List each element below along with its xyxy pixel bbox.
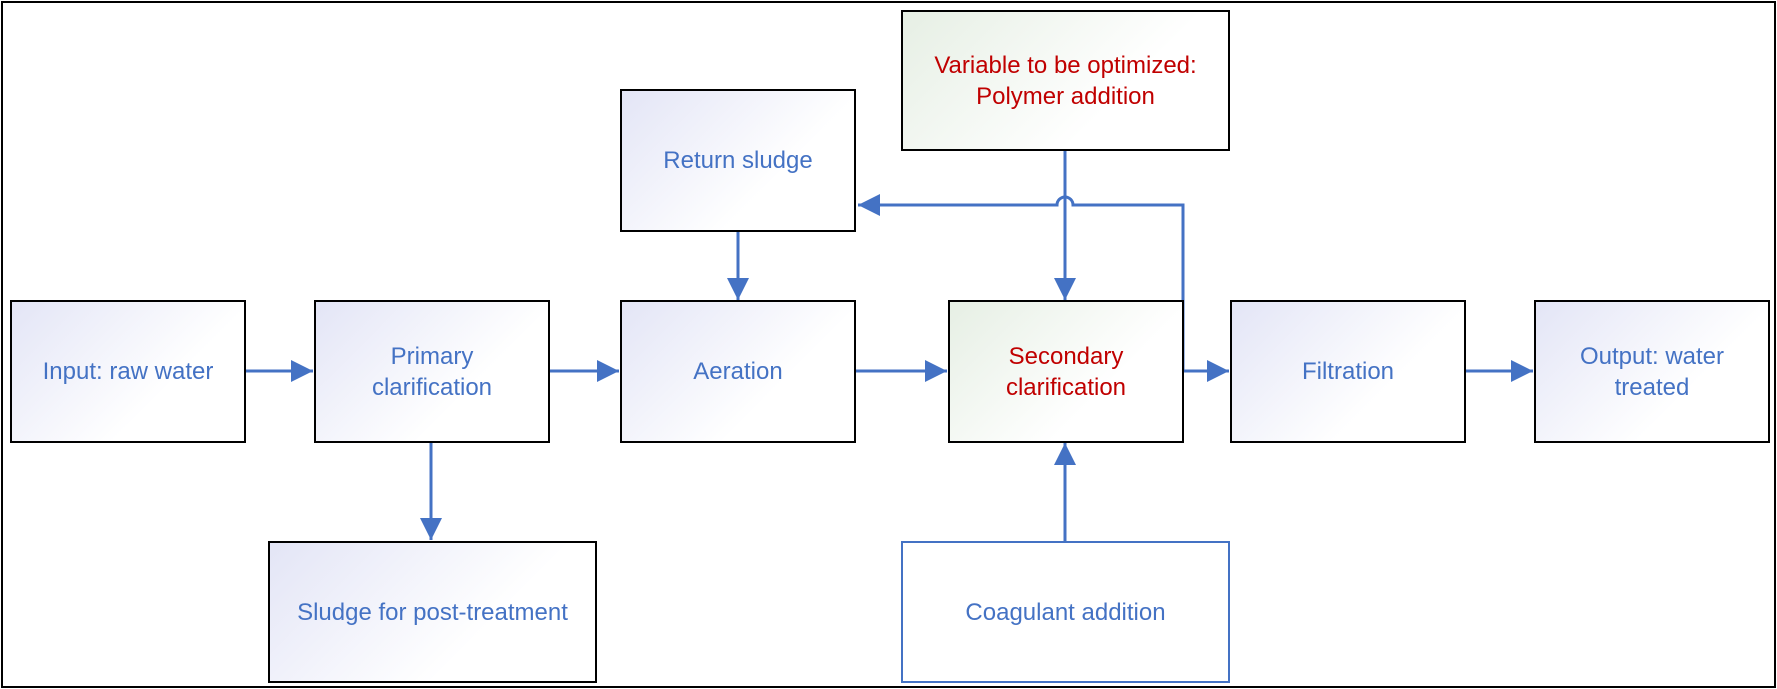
node-secondary-clarification-label: Secondary clarification <box>1005 342 1127 401</box>
node-sludge-post-treatment-label: Sludge for post-treatment <box>297 598 568 626</box>
node-primary-clarification: Primary clarification <box>314 300 550 443</box>
node-output-label: Output: water treated <box>1579 342 1725 401</box>
node-secondary-clarification: Secondary clarification <box>948 300 1184 443</box>
node-return-sludge: Return sludge <box>620 89 856 232</box>
node-input-label: Input: raw water <box>42 358 214 385</box>
arrow-recycle-to-return-sludge <box>858 194 1185 371</box>
node-sludge-post-treatment: Sludge for post-treatment <box>268 541 597 683</box>
node-aeration-label: Aeration <box>693 358 783 385</box>
node-aeration: Aeration <box>620 300 856 443</box>
node-polymer-addition: Variable to be optimized: Polymer additi… <box>901 10 1230 151</box>
node-primary-clarification-label: Primary clarification <box>371 342 493 401</box>
node-input: Input: raw water <box>10 300 246 443</box>
node-output: Output: water treated <box>1534 300 1770 443</box>
node-return-sludge-label: Return sludge <box>663 147 813 174</box>
node-polymer-addition-label: Variable to be optimized: Polymer additi… <box>934 51 1197 110</box>
node-filtration: Filtration <box>1230 300 1466 443</box>
node-coagulant-addition: Coagulant addition <box>901 541 1230 683</box>
node-coagulant-addition-label: Coagulant addition <box>965 598 1166 626</box>
node-filtration-label: Filtration <box>1301 358 1395 385</box>
